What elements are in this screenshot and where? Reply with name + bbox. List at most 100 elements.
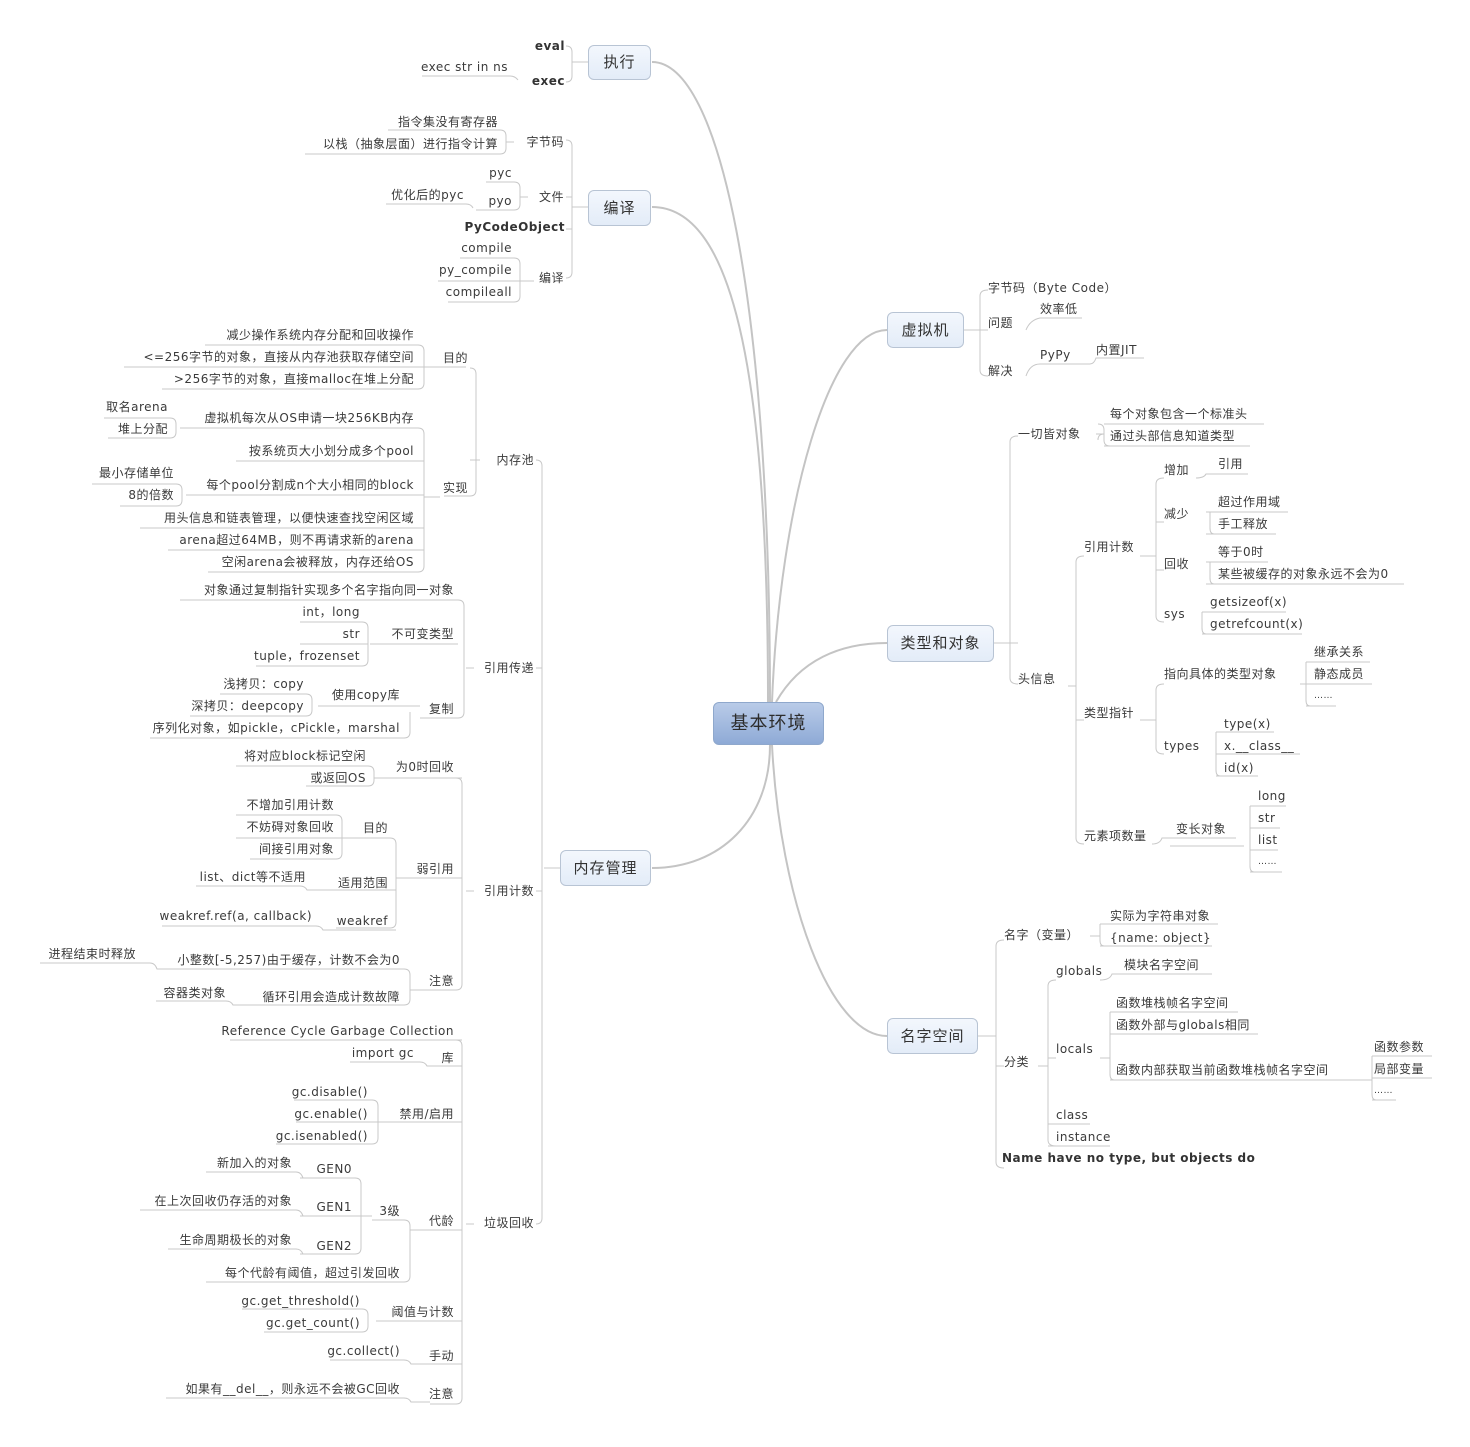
node-memory[interactable]: 内存管理 (560, 850, 651, 886)
refpass-first[interactable]: 对象通过复制指针实现多个名字指向同一对象 (203, 583, 454, 597)
types-item[interactable]: x.__class__ (1224, 739, 1295, 753)
threshold-item[interactable]: gc.get_threshold() (241, 1294, 360, 1308)
gen-desc[interactable]: 生命周期极长的对象 (179, 1233, 292, 1247)
node-namespace[interactable]: 名字空间 (887, 1018, 978, 1054)
bytecode-item[interactable]: 指令集没有寄存器 (397, 115, 498, 129)
typeptr-points[interactable]: 指向具体的类型对象 (1164, 667, 1277, 681)
gc-lib-item[interactable]: import gc (351, 1046, 414, 1060)
node-types[interactable]: 类型和对象 (887, 625, 994, 662)
types-item[interactable]: id(x) (1224, 761, 1254, 775)
memory-refpass[interactable]: 引用传递 (483, 661, 534, 675)
arena-child[interactable]: 取名arena (106, 400, 168, 414)
pool-purpose[interactable]: 目的 (442, 351, 468, 365)
memory-gc[interactable]: 垃圾回收 (483, 1216, 534, 1230)
impl-other[interactable]: arena超过64MB，则不再请求新的arena (179, 533, 414, 547)
everything-item[interactable]: 通过头部信息知道类型 (1110, 429, 1236, 443)
exec-detail[interactable]: exec str in ns (420, 60, 508, 74)
ns-name[interactable]: 名字（变量） (1004, 928, 1080, 942)
ns-name-item[interactable]: 实际为字符串对象 (1110, 909, 1211, 923)
ns-class[interactable]: class (1056, 1108, 1089, 1122)
block-child[interactable]: 8的倍数 (128, 488, 174, 502)
reclaim-item[interactable]: 等于0时 (1218, 545, 1264, 559)
cycle-child[interactable]: 容器类对象 (163, 986, 226, 1000)
impl-pool-split[interactable]: 按系统页大小划分成多个pool (248, 444, 414, 458)
weak-scope-item[interactable]: list、dict等不适用 (199, 870, 306, 884)
weak-purpose[interactable]: 目的 (362, 821, 388, 835)
vm-problem-item[interactable]: 效率低 (1040, 302, 1078, 316)
inner-item[interactable]: 局部变量 (1374, 1062, 1425, 1076)
refpass-copy[interactable]: 复制 (428, 702, 454, 716)
pool-purpose-item[interactable]: <=256字节的对象，直接从内存池获取存储空间 (143, 350, 414, 364)
copylib-item[interactable]: 浅拷贝：copy (223, 677, 304, 691)
refpass-immutable[interactable]: 不可变类型 (391, 627, 454, 641)
gc-threshold[interactable]: 阈值与计数 (391, 1305, 454, 1319)
typeptr-types[interactable]: types (1164, 739, 1200, 753)
locals-inner[interactable]: 函数内部获取当前函数堆栈帧名字空间 (1116, 1063, 1329, 1077)
vm-pypy[interactable]: PyPy (1040, 348, 1071, 362)
inc-item[interactable]: 引用 (1218, 457, 1244, 471)
varlen-item[interactable]: …… (1258, 857, 1277, 867)
ns-name-item[interactable]: {name: object} (1110, 931, 1212, 945)
weak-purpose-item[interactable]: 不增加引用计数 (246, 798, 334, 812)
weak-scope[interactable]: 适用范围 (337, 876, 388, 890)
memory-pool[interactable]: 内存池 (496, 453, 534, 467)
weak-purpose-item[interactable]: 间接引用对象 (258, 842, 334, 856)
node-vm[interactable]: 虚拟机 (887, 312, 964, 348)
types-header[interactable]: 头信息 (1018, 672, 1056, 686)
points-item[interactable]: 静态成员 (1314, 667, 1365, 681)
gen-name[interactable]: GEN1 (316, 1200, 352, 1214)
gen-desc[interactable]: 在上次回收仍存活的对象 (154, 1194, 292, 1208)
header-refcount[interactable]: 引用计数 (1084, 540, 1135, 554)
refcount-inc[interactable]: 增加 (1164, 463, 1190, 477)
gc-toggle[interactable]: 禁用/启用 (399, 1107, 454, 1121)
compile-pycodeobject[interactable]: PyCodeObject (464, 220, 565, 234)
bytecode-item[interactable]: 以栈（抽象层面）进行指令计算 (322, 137, 498, 151)
types-item[interactable]: type(x) (1224, 717, 1271, 731)
weakref-item[interactable]: weakref.ref(a, callback) (159, 909, 312, 923)
memory-refcount[interactable]: 引用计数 (483, 884, 534, 898)
vm-bytecode[interactable]: 字节码（Byte Code） (988, 281, 1117, 295)
toggle-item[interactable]: gc.isenabled() (275, 1129, 368, 1143)
pool-impl[interactable]: 实现 (442, 481, 468, 495)
ns-category[interactable]: 分类 (1004, 1055, 1030, 1069)
ns-note[interactable]: Name have no type, but objects do (1002, 1151, 1256, 1165)
manual-item[interactable]: gc.collect() (327, 1344, 400, 1358)
points-item[interactable]: 继承关系 (1314, 645, 1365, 659)
node-compile[interactable]: 编译 (588, 190, 651, 226)
weak-weakref[interactable]: weakref (336, 914, 388, 928)
ns-locals[interactable]: locals (1056, 1042, 1094, 1056)
reclaim-item[interactable]: 某些被缓存的对象永远不会为0 (1218, 567, 1389, 581)
gen-desc[interactable]: 新加入的对象 (216, 1156, 292, 1170)
toggle-item[interactable]: gc.disable() (291, 1085, 368, 1099)
ns-instance[interactable]: instance (1056, 1130, 1111, 1144)
copy-lib[interactable]: 使用copy库 (331, 688, 400, 702)
count-varlen[interactable]: 变长对象 (1176, 822, 1227, 836)
impl-other[interactable]: 空闲arena会被释放，内存还给OS (221, 555, 414, 569)
pyo-detail[interactable]: 优化后的pyc (391, 188, 464, 202)
refcount-dec[interactable]: 减少 (1164, 507, 1190, 521)
points-item[interactable]: …… (1314, 691, 1333, 701)
pool-purpose-item[interactable]: 减少操作系统内存分配和回收操作 (226, 328, 414, 342)
threshold-item[interactable]: gc.get_count() (266, 1316, 360, 1330)
gen-levels[interactable]: 3级 (379, 1204, 400, 1218)
locals-item[interactable]: 函数堆栈帧名字空间 (1116, 996, 1229, 1010)
compile-file[interactable]: 文件 (538, 190, 564, 204)
sys-item[interactable]: getsizeof(x) (1210, 595, 1288, 609)
node-exec[interactable]: 执行 (588, 45, 651, 80)
dec-item[interactable]: 手工释放 (1218, 517, 1269, 531)
inner-item[interactable]: …… (1374, 1086, 1393, 1096)
compile-module[interactable]: 编译 (538, 271, 564, 285)
types-everything[interactable]: 一切皆对象 (1018, 427, 1081, 441)
gen-name[interactable]: GEN2 (316, 1239, 352, 1253)
zero-item[interactable]: 或返回OS (310, 771, 366, 785)
note-small-int[interactable]: 小整数[-5,257)由于缓存，计数不会为0 (177, 953, 400, 967)
compile-mod-item[interactable]: compileall (445, 285, 512, 299)
impl-other[interactable]: 用头信息和链表管理，以便快速查找空闲区域 (163, 511, 414, 525)
dec-item[interactable]: 超过作用域 (1218, 495, 1281, 509)
pool-purpose-item[interactable]: >256字节的对象，直接malloc在堆上分配 (173, 372, 414, 386)
gen-name[interactable]: GEN0 (316, 1162, 352, 1176)
varlen-item[interactable]: long (1258, 789, 1286, 803)
varlen-item[interactable]: str (1258, 811, 1276, 825)
vm-solution[interactable]: 解决 (988, 364, 1014, 378)
immutable-item[interactable]: str (342, 627, 360, 641)
